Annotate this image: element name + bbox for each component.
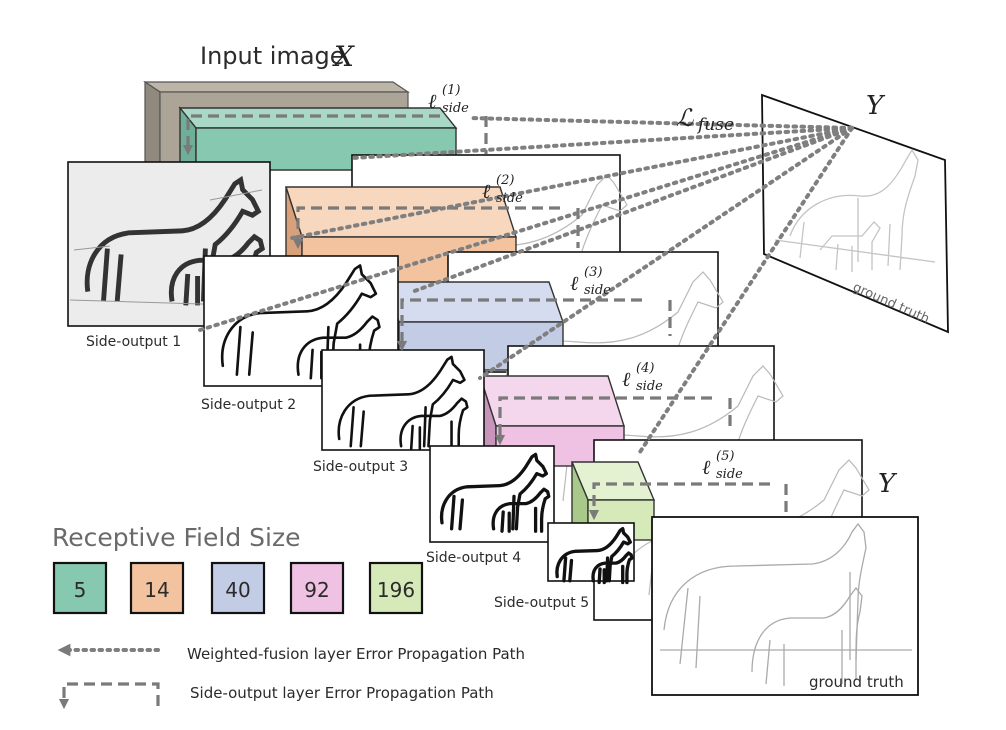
svg-text:side: side <box>716 467 743 482</box>
svg-text:(5): (5) <box>716 449 734 464</box>
svg-text:Side-output layer Error Propag: Side-output layer Error Propagation Path <box>190 684 494 702</box>
legend-item-14: 14 <box>129 561 185 615</box>
target-symbol-top: Y <box>866 91 886 121</box>
legend-item-5: 5 <box>52 561 108 615</box>
svg-text:Weighted-fusion layer Error Pr: Weighted-fusion layer Error Propagation … <box>187 645 525 663</box>
side-loss-label-3: ℓ (3) side <box>570 265 611 298</box>
svg-text:40: 40 <box>225 578 250 602</box>
svg-text:14: 14 <box>144 578 169 602</box>
svg-text:side: side <box>496 191 523 206</box>
side-loss-label-5: ℓ (5) side <box>702 449 743 482</box>
side-loss-label-2: ℓ (2) side <box>482 173 523 206</box>
side-output-2-label: Side-output 2 <box>201 397 296 413</box>
input-image-symbol: X <box>332 40 355 73</box>
legend-dashed-path: Side-output layer Error Propagation Path <box>58 682 494 710</box>
fusion-error-paths <box>198 116 854 454</box>
svg-text:ℓ: ℓ <box>482 179 491 203</box>
side-output-5-image <box>547 522 635 583</box>
side-output-4-label: Side-output 4 <box>426 550 521 566</box>
side-output-3-image <box>321 349 485 451</box>
svg-text:ℓ: ℓ <box>702 455 711 479</box>
target-symbol-bottom: Y <box>878 469 898 499</box>
svg-text:side: side <box>636 379 663 394</box>
side-output-1-label: Side-output 1 <box>86 334 181 350</box>
legend-item-196: 196 <box>368 561 424 615</box>
fuse-loss-label: ℒ fuse <box>676 104 734 135</box>
svg-text:(4): (4) <box>636 361 654 376</box>
svg-text:ℓ: ℓ <box>428 89 437 113</box>
legend-title: Receptive Field Size <box>52 523 300 552</box>
side-output-error-paths <box>188 114 788 516</box>
ground-truth-bottom-panel <box>651 516 919 696</box>
side-loss-label-1: ℓ (1) side <box>428 83 469 116</box>
svg-text:ℒ: ℒ <box>676 104 694 132</box>
ground-truth-plane: ground truth <box>761 93 949 334</box>
svg-text:(2): (2) <box>496 173 514 188</box>
svg-text:92: 92 <box>304 578 329 602</box>
legend-dotted-path: Weighted-fusion layer Error Propagation … <box>57 643 525 663</box>
svg-text:(1): (1) <box>442 83 460 98</box>
side-output-3-label: Side-output 3 <box>313 459 408 475</box>
svg-text:196: 196 <box>377 578 415 602</box>
legend-item-40: 40 <box>210 561 266 615</box>
svg-text:fuse: fuse <box>696 115 734 135</box>
svg-text:side: side <box>442 101 469 116</box>
svg-text:ℓ: ℓ <box>622 367 631 391</box>
side-loss-label-4: ℓ (4) side <box>622 361 663 394</box>
svg-text:(3): (3) <box>584 265 602 280</box>
legend-item-92: 92 <box>289 561 345 615</box>
side-output-4-image <box>429 445 555 543</box>
side-output-5-label: Side-output 5 <box>494 595 589 611</box>
ground-truth-bottom-label: ground truth <box>809 673 904 691</box>
svg-text:ℓ: ℓ <box>570 271 579 295</box>
input-image-label: Input image <box>200 42 345 70</box>
svg-text:side: side <box>584 283 611 298</box>
svg-text:5: 5 <box>74 578 87 602</box>
